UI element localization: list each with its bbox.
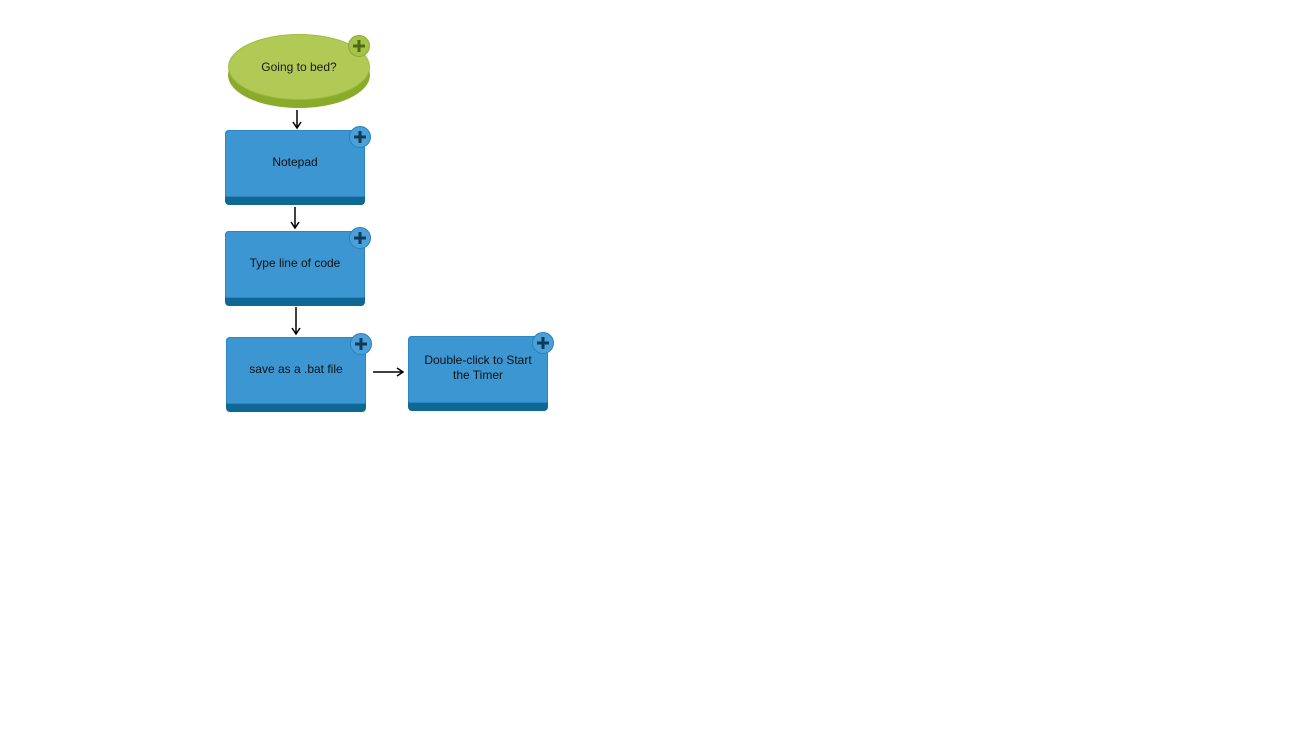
plus-icon-glyph [353,40,365,52]
node-type-code[interactable]: Type line of code [225,231,365,306]
node-notepad-label: Notepad [225,130,365,197]
node-save-bat-label: save as a .bat file [226,337,366,404]
plus-icon[interactable] [349,227,371,249]
node-notepad[interactable]: Notepad [225,130,365,205]
edge-notepad-to-type-code [290,207,300,230]
node-start-label: Going to bed? [228,34,370,100]
plus-icon-glyph [354,232,366,244]
plus-icon-glyph [355,338,367,350]
node-start[interactable]: Going to bed? [228,34,370,110]
plus-icon-glyph [537,337,549,349]
plus-icon[interactable] [350,333,372,355]
plus-icon[interactable] [532,332,554,354]
plus-icon-glyph [354,131,366,143]
node-save-bat[interactable]: save as a .bat file [226,337,366,412]
plus-icon[interactable] [349,126,371,148]
edge-start-to-notepad [292,110,302,130]
node-type-code-label: Type line of code [225,231,365,298]
edge-type-code-to-save-bat [291,307,301,336]
node-start-timer-label: Double-click to Start the Timer [408,336,548,403]
edge-save-bat-to-start-timer [373,367,405,377]
node-start-timer[interactable]: Double-click to Start the Timer [408,336,548,411]
plus-icon[interactable] [348,35,370,57]
